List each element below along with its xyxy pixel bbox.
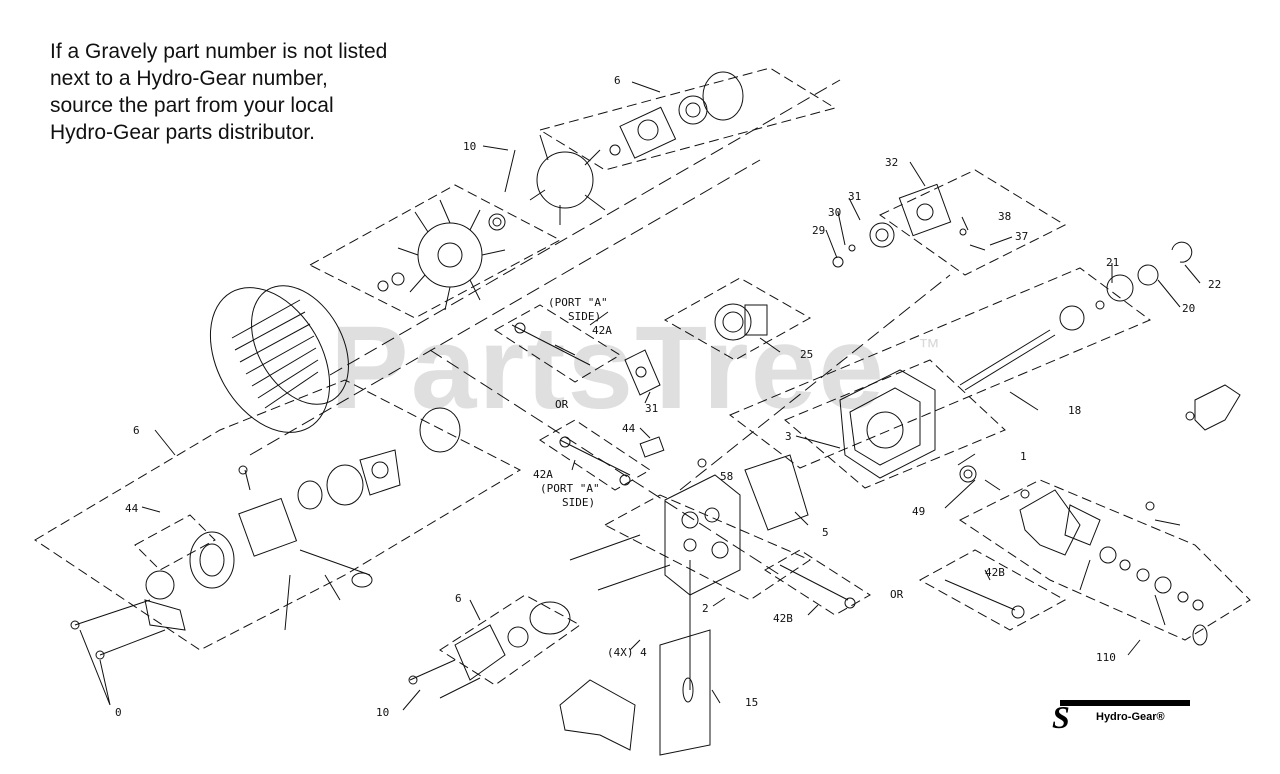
center-block [664,458,741,596]
group-outline-42b-right [918,549,1067,631]
group-outline-top-6 [538,67,837,171]
note-line-1: If a Gravely part number is not listed [50,40,388,63]
callout-3: 3 [785,430,792,443]
top-cover-assembly [609,71,744,159]
valve-42a-mid [559,436,631,476]
sourcing-note: If a Gravely part number is not listed n… [50,38,450,146]
group-outline-center-block [603,494,812,601]
callout-18: 18 [1068,404,1081,417]
callout-42b-right: 42B [985,566,1005,579]
callout-6-left: 6 [133,424,140,437]
plate-31 [624,349,661,396]
callout-port-a-mid-2: SIDE) [562,496,595,509]
group-outline-42a-top [494,304,621,383]
group-outline-bottom-6 [439,594,581,686]
callout-4: (4X) 4 [607,646,647,659]
callout-25: 25 [800,348,813,361]
logo-text: Hydro-Gear® [1096,711,1165,723]
group-outline-44-left [134,514,216,571]
note-line-2: next to a Hydro-Gear number, [50,67,328,90]
callout-49: 49 [912,505,925,518]
callout-1: 1 [1020,450,1027,463]
bearing-25 [714,303,768,341]
callout-port-a-mid-1: (PORT "A" [540,482,600,495]
cooling-fan [397,199,506,311]
callout-6-bottom: 6 [455,592,462,605]
note-line-4: Hydro-Gear parts distributor. [50,121,315,144]
watermark: PartsTree [330,302,886,434]
callout-6-top: 6 [614,74,621,87]
pump-end-parts [832,183,986,268]
group-outline-42b-mid [764,549,871,616]
bottom-cover-6 [454,601,571,681]
callout-port-a-top-1: (PORT "A" [548,296,608,309]
main-housing [839,369,936,479]
group-outline-shaft [729,267,1152,469]
part-15-box [659,629,711,756]
group-outline-42a-mid [539,419,651,491]
bracket-top-right [1194,384,1241,431]
group-outline-pump-end [879,169,1067,276]
logo-bar [1060,700,1190,706]
callout-31-mid: 31 [645,402,658,415]
callout-5: 5 [822,526,829,539]
lever-group-110 [1019,489,1208,646]
callout-2: 2 [702,602,709,615]
callout-15: 15 [745,696,758,709]
callout-42a-mid: 42A [533,468,553,481]
input-shaft [959,241,1193,391]
callout-42b-mid: 42B [773,612,793,625]
callout-0: 0 [115,706,122,719]
callout-10-bottom: 10 [376,706,389,719]
callout-22: 22 [1208,278,1221,291]
callout-37: 37 [1015,230,1028,243]
callout-20: 20 [1182,302,1195,315]
logo-s-icon: S [1052,699,1070,735]
group-outline-fan [308,184,562,319]
callout-29: 29 [812,224,825,237]
spider-plate [529,134,606,225]
valve-42a-top [511,322,591,366]
callout-110: 110 [1096,651,1116,664]
callout-42a-top: 42A [592,324,612,337]
callout-or-bottom: OR [890,588,904,601]
callout-38: 38 [998,210,1011,223]
group-outline-right-110 [959,479,1251,641]
gasket-5 [744,454,809,531]
callout-31-top: 31 [848,190,861,203]
fan-shroud [209,285,349,433]
group-outline-housing [784,359,1006,489]
callout-44-left: 44 [125,502,139,515]
callout-21: 21 [1106,256,1119,269]
callout-port-a-top-2: SIDE) [568,310,601,323]
watermark-trademark: ™ [918,334,940,359]
callout-10-top: 10 [463,140,476,153]
callout-30: 30 [828,206,841,219]
note-line-3: source the part from your local [50,94,334,117]
callout-44-mid: 44 [622,422,636,435]
left-pump-group [144,407,461,631]
callout-58: 58 [720,470,733,483]
callout-or-top: OR [555,398,569,411]
part-44-mid [639,436,665,458]
callout-32: 32 [885,156,898,169]
hydro-gear-logo: S Hydro-Gear® [1050,700,1190,736]
mounting-bracket [559,679,636,751]
group-outline-left-6 [34,379,522,651]
group-outline-bearing-25 [663,277,812,361]
